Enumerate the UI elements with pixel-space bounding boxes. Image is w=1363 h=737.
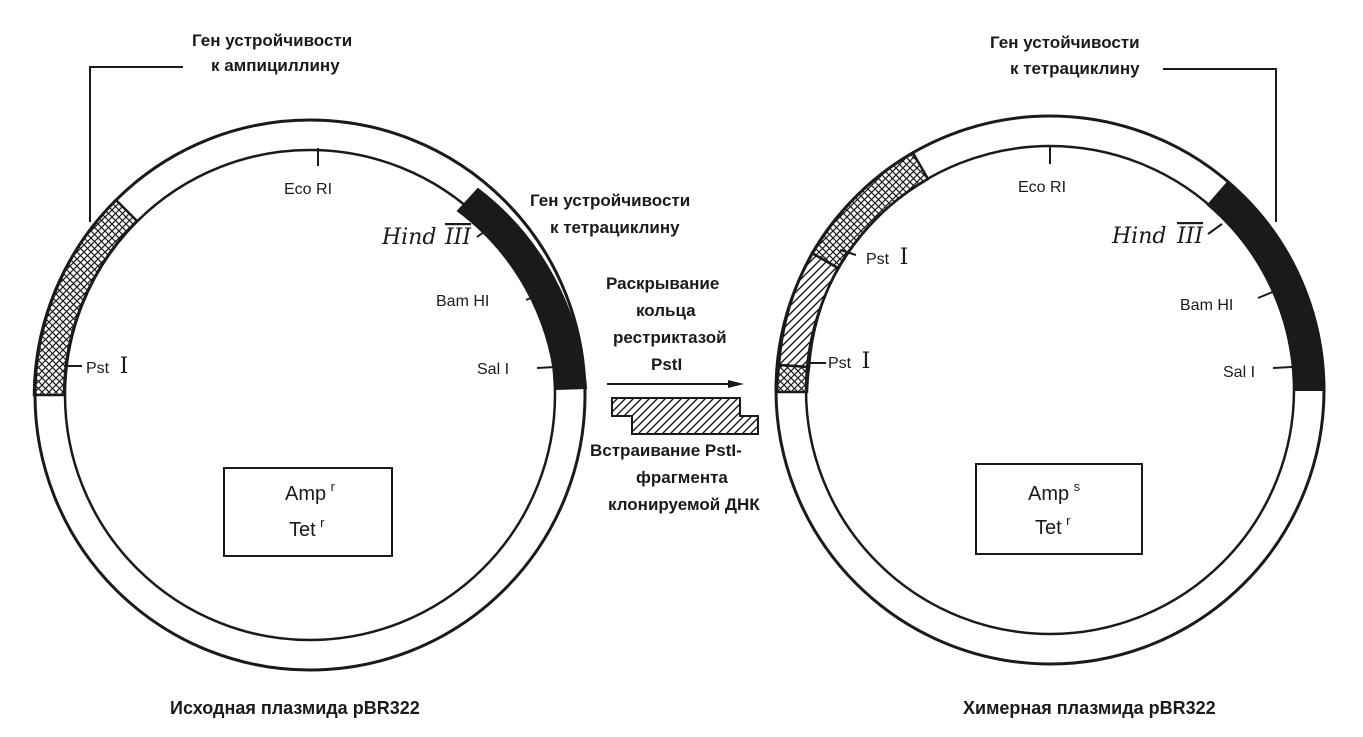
left-tet-marker: Tet r bbox=[289, 515, 325, 541]
right-hind-tick bbox=[1207, 223, 1223, 235]
right-amp-gene-segment-upper bbox=[810, 151, 930, 270]
step2-line1: Встраивание PstI- bbox=[590, 441, 742, 460]
right-inserted-dna-segment bbox=[777, 251, 840, 369]
left-amp-gene-label-line2: к ампициллину bbox=[211, 56, 340, 75]
left-bam-tick bbox=[525, 292, 543, 301]
step2-line2: фрагмента bbox=[636, 468, 728, 487]
left-tet-gene-label-line1: Ген устройчивости bbox=[530, 191, 690, 210]
right-amp-marker: Amp s bbox=[1028, 479, 1081, 505]
right-tet-gene-label-line2: к тетрациклину bbox=[1010, 59, 1140, 78]
right-hind-num: III bbox=[1176, 224, 1204, 249]
left-hind-name: Hind bbox=[381, 225, 436, 250]
left-pst-label: Pst I bbox=[86, 354, 128, 379]
right-hind-label: Hind III bbox=[1111, 224, 1204, 249]
left-amp-gene-segment bbox=[32, 198, 139, 397]
right-pst-upper-label: Pst I bbox=[866, 245, 908, 270]
right-tet-gene-leader bbox=[1163, 68, 1277, 222]
right-resistance-box bbox=[975, 463, 1143, 555]
right-plasmid-inner-ring bbox=[804, 144, 1296, 636]
right-tet-marker-sup: r bbox=[1066, 513, 1071, 528]
right-amp-marker-sup: s bbox=[1074, 479, 1081, 494]
right-pst-upper-name: Pst bbox=[866, 251, 890, 268]
right-amp-gene-segment-lower bbox=[775, 363, 811, 394]
pst-fragment-icon bbox=[611, 397, 759, 435]
left-tet-gene-label-line2: к тетрациклину bbox=[550, 218, 680, 237]
process-arrowhead bbox=[728, 380, 744, 388]
right-eco-label: Eco RI bbox=[1018, 179, 1066, 196]
left-eco-label: Eco RI bbox=[284, 181, 332, 198]
left-plasmid-caption: Исходная плазмида pBR322 bbox=[170, 698, 420, 718]
left-amp-marker-sup: r bbox=[331, 479, 336, 494]
left-amp-marker: Amp r bbox=[285, 479, 336, 505]
right-tet-gene-label-line1: Ген устойчивости bbox=[990, 33, 1140, 52]
left-sal-tick bbox=[536, 366, 556, 369]
step2-line3: клонируемой ДНК bbox=[608, 495, 760, 514]
right-pst-upper-tick bbox=[839, 249, 857, 256]
right-sal-label: Sal I bbox=[1223, 364, 1255, 381]
right-plasmid: Eco RI Hind III Bam HI Sal I Pst I Pst I… bbox=[774, 33, 1326, 718]
right-pst-lower-label: Pst I bbox=[828, 349, 870, 374]
left-tet-gene-segment bbox=[456, 187, 588, 391]
right-bam-tick bbox=[1257, 290, 1276, 299]
step1-line1: Раскрывание bbox=[606, 274, 719, 293]
right-bam-label: Bam HI bbox=[1180, 297, 1233, 314]
right-pst-lower-num: I bbox=[862, 349, 871, 374]
left-plasmid: Eco RI Hind III Bam HI Sal I Pst I Ген у… bbox=[32, 31, 690, 718]
left-resistance-box bbox=[223, 467, 393, 557]
center-process: Раскрывание кольца рестриктазой PstI Вст… bbox=[590, 274, 760, 514]
left-tet-marker-base: Tet bbox=[289, 519, 316, 541]
step1-line4: PstI bbox=[651, 355, 682, 374]
left-amp-gene-leader bbox=[89, 66, 183, 222]
left-sal-label: Sal I bbox=[477, 361, 509, 378]
right-tet-marker: Tet r bbox=[1035, 513, 1071, 539]
left-tet-marker-sup: r bbox=[320, 515, 325, 530]
left-amp-gene-label-line1: Ген устройчивости bbox=[192, 31, 352, 50]
right-tet-gene-segment bbox=[1206, 180, 1326, 391]
right-pst-lower-name: Pst bbox=[828, 355, 852, 372]
left-hind-tick bbox=[476, 225, 493, 238]
right-tet-marker-base: Tet bbox=[1035, 517, 1062, 539]
right-amp-marker-base: Amp bbox=[1028, 483, 1069, 505]
right-hind-name: Hind bbox=[1111, 224, 1166, 249]
left-hind-num: III bbox=[444, 225, 472, 250]
step1-line2: кольца bbox=[636, 301, 696, 320]
right-sal-tick bbox=[1272, 366, 1293, 369]
left-amp-marker-base: Amp bbox=[285, 483, 326, 505]
step1-line3: рестриктазой bbox=[613, 328, 727, 347]
left-hind-label: Hind III bbox=[381, 225, 472, 250]
right-pst-upper-num: I bbox=[900, 245, 909, 270]
left-pst-num: I bbox=[120, 354, 129, 379]
right-plasmid-caption: Химерная плазмида pBR322 bbox=[963, 698, 1216, 718]
left-bam-label: Bam HI bbox=[436, 293, 489, 310]
left-pst-name: Pst bbox=[86, 360, 110, 377]
